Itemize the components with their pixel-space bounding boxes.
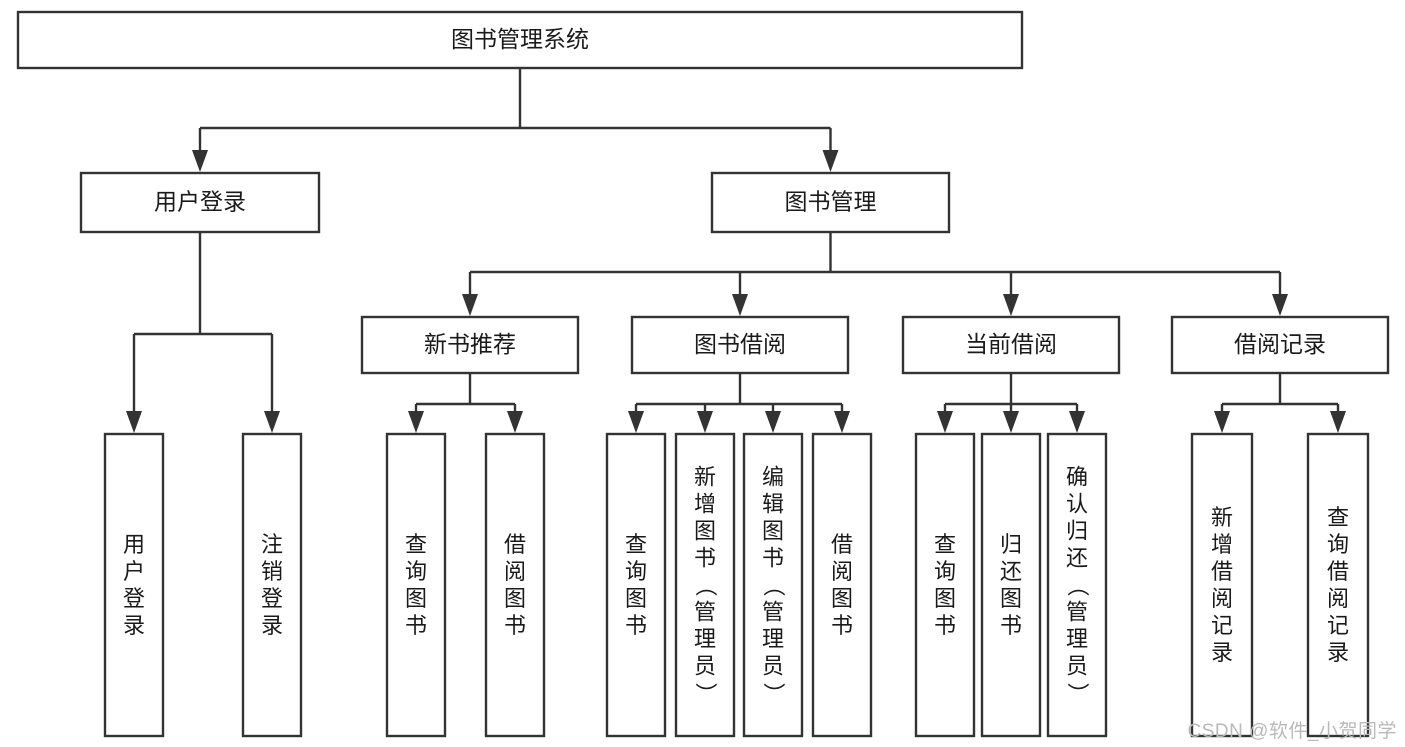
- arrow-head-icon: [1330, 411, 1346, 433]
- node-layer: 图书管理系统用户登录图书管理新书推荐图书借阅当前借阅借阅记录用户登录注销登录查询…: [16, 10, 1390, 738]
- node-leaf-borrow-book-1[interactable]: 借阅图书: [484, 432, 546, 738]
- node-box-leaf-return-book: [980, 432, 1042, 738]
- node-borrow-record[interactable]: 借阅记录: [1170, 315, 1390, 375]
- connector-current-borrow: [937, 373, 1085, 433]
- node-new-book-rec[interactable]: 新书推荐: [360, 315, 580, 375]
- arrow-head-icon: [765, 411, 781, 433]
- node-label-leaf-edit-book: 编辑图书（管理员）: [762, 465, 784, 706]
- node-label-paren: ）: [1065, 683, 1090, 705]
- connector-layer: [126, 68, 1346, 433]
- node-box-current-borrow: [901, 315, 1121, 375]
- arrow-head-icon: [408, 411, 424, 433]
- node-label-leaf-query-record: 查询借阅记录: [1327, 505, 1349, 665]
- node-leaf-query-book-3[interactable]: 查询图书: [914, 432, 976, 738]
- node-label-leaf-add-book: 新增图书（管理员）: [694, 465, 716, 706]
- connector-new-book-rec: [408, 373, 523, 433]
- node-label-paren: （: [1065, 575, 1090, 597]
- node-box-root: [16, 10, 1024, 70]
- node-label-paren: ）: [761, 683, 786, 705]
- node-label-paren: （: [761, 575, 786, 597]
- node-box-leaf-query-book-2: [605, 432, 667, 738]
- node-label-book-borrow: 图书借阅: [694, 331, 786, 357]
- node-label-new-book-rec: 新书推荐: [424, 331, 516, 357]
- arrow-head-icon: [822, 150, 839, 172]
- node-box-leaf-edit-book: [742, 432, 804, 738]
- node-leaf-borrow-book-2[interactable]: 借阅图书: [811, 432, 873, 738]
- node-box-book-borrow: [630, 315, 850, 375]
- arrow-head-icon: [1214, 411, 1230, 433]
- arrow-head-icon: [1003, 411, 1019, 433]
- node-label-leaf-confirm-return: 确认归还（管理员）: [1066, 465, 1088, 706]
- node-label-leaf-borrow-book-2: 借阅图书: [831, 532, 853, 638]
- arrow-head-icon: [697, 411, 713, 433]
- node-box-leaf-borrow-book-1: [484, 432, 546, 738]
- node-leaf-query-book-1[interactable]: 查询图书: [385, 432, 447, 738]
- node-label-leaf-query-book-2: 查询图书: [625, 532, 647, 638]
- node-book-manage[interactable]: 图书管理: [710, 171, 951, 234]
- node-leaf-logout[interactable]: 注销登录: [241, 432, 303, 738]
- node-label-current-borrow: 当前借阅: [965, 331, 1057, 357]
- node-box-borrow-record: [1170, 315, 1390, 375]
- node-label-leaf-borrow-book-1: 借阅图书: [504, 532, 526, 638]
- node-leaf-query-record[interactable]: 查询借阅记录: [1306, 432, 1370, 738]
- node-label-leaf-return-book: 归还图书: [1000, 532, 1022, 638]
- node-label-leaf-add-record: 新增借阅记录: [1211, 505, 1233, 665]
- node-leaf-edit-book[interactable]: 编辑图书（管理员）（ ）: [742, 432, 804, 738]
- node-box-leaf-query-book-1: [385, 432, 447, 738]
- node-box-new-book-rec: [360, 315, 580, 375]
- node-box-leaf-add-book: [674, 432, 736, 738]
- node-leaf-confirm-return[interactable]: 确认归还（管理员）（ ）: [1046, 432, 1108, 738]
- node-label-user-login: 用户登录: [154, 189, 246, 215]
- node-label-leaf-query-book-1: 查询图书: [405, 532, 427, 638]
- connector-borrow-record: [1214, 373, 1346, 433]
- node-book-borrow[interactable]: 图书借阅: [630, 315, 850, 375]
- connector-book-borrow: [628, 373, 850, 433]
- arrow-head-icon: [462, 294, 478, 316]
- node-label-paren: ）: [693, 683, 718, 705]
- arrow-head-icon: [192, 150, 208, 172]
- arrow-head-icon: [732, 294, 748, 316]
- node-leaf-query-book-2[interactable]: 查询图书: [605, 432, 667, 738]
- connector-root: [192, 68, 839, 172]
- node-label-leaf-logout: 注销登录: [261, 532, 283, 638]
- node-leaf-user-login[interactable]: 用户登录: [103, 432, 165, 738]
- arrow-head-icon: [507, 411, 523, 433]
- node-box-leaf-query-record: [1306, 432, 1370, 738]
- node-user-login[interactable]: 用户登录: [79, 171, 321, 234]
- node-box-book-manage: [710, 171, 951, 234]
- node-box-leaf-add-record: [1190, 432, 1254, 738]
- node-box-leaf-confirm-return: [1046, 432, 1108, 738]
- node-label-paren: （: [693, 575, 718, 597]
- node-current-borrow[interactable]: 当前借阅: [901, 315, 1121, 375]
- arrow-head-icon: [834, 411, 850, 433]
- node-leaf-return-book[interactable]: 归还图书: [980, 432, 1042, 738]
- connector-book-manage: [462, 232, 1288, 316]
- arrow-head-icon: [1069, 411, 1085, 433]
- arrow-head-icon: [126, 411, 142, 433]
- node-box-leaf-user-login: [103, 432, 165, 738]
- connector-user-login: [126, 232, 280, 433]
- node-root[interactable]: 图书管理系统: [16, 10, 1024, 70]
- node-label-borrow-record: 借阅记录: [1234, 331, 1326, 357]
- arrow-head-icon: [628, 411, 644, 433]
- node-label-root: 图书管理系统: [451, 26, 589, 52]
- node-leaf-add-record[interactable]: 新增借阅记录: [1190, 432, 1254, 738]
- arrow-head-icon: [1003, 294, 1019, 316]
- node-label-book-manage: 图书管理: [785, 189, 877, 215]
- node-label-leaf-user-login: 用户登录: [123, 532, 145, 638]
- node-leaf-add-book[interactable]: 新增图书（管理员）（ ）: [674, 432, 736, 738]
- node-box-leaf-borrow-book-2: [811, 432, 873, 738]
- node-label-leaf-query-book-3: 查询图书: [934, 532, 956, 638]
- node-box-leaf-logout: [241, 432, 303, 738]
- arrow-head-icon: [1272, 294, 1288, 316]
- node-box-user-login: [79, 171, 321, 234]
- arrow-head-icon: [937, 411, 953, 433]
- node-box-leaf-query-book-3: [914, 432, 976, 738]
- arrow-head-icon: [264, 411, 280, 433]
